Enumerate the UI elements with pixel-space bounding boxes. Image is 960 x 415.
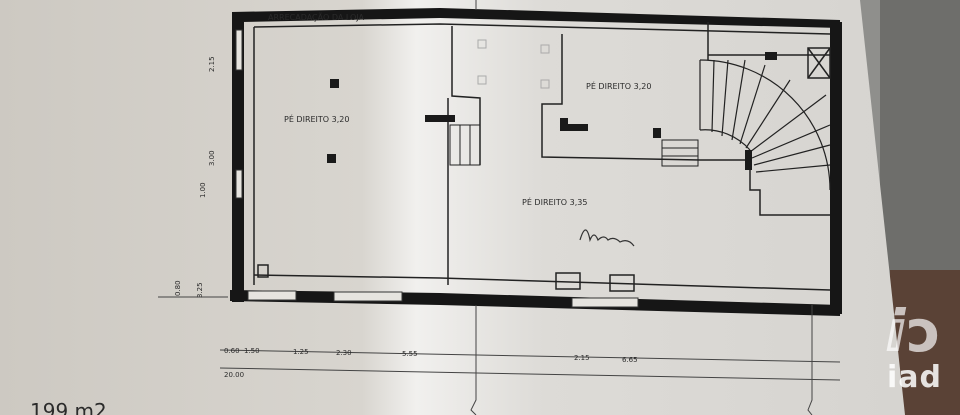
dim-vertical-1: 2.15	[208, 56, 216, 72]
ceiling-height-left: PÉ DIREITO 3,20	[284, 113, 349, 124]
area-note: 199 m2	[30, 399, 107, 415]
dim-h-5: 5.55	[402, 350, 418, 358]
stairs-small	[449, 124, 699, 167]
iad-watermark-logo: ⅈɔ iad	[885, 297, 942, 395]
dim-h-3: 1.25	[293, 348, 309, 356]
ceiling-height-center: PÉ DIREITO 3,35	[522, 196, 587, 207]
dim-h-1: 0.60	[224, 347, 240, 355]
dim-vertical-4: 0.80	[174, 280, 182, 296]
dim-total: 20.00	[224, 371, 244, 379]
columns	[327, 52, 777, 170]
dim-h-2: 1.50	[244, 347, 260, 355]
ghost-columns	[477, 39, 550, 89]
ceiling-height-right: PÉ DIREITO 3,20	[586, 80, 651, 91]
signature	[579, 229, 635, 247]
dim-h-4: 2.30	[336, 349, 352, 357]
dim-vertical-2: 3.00	[208, 150, 216, 166]
dim-vertical-3: 1.00	[199, 182, 207, 198]
dim-vertical-5: 3.25	[196, 282, 204, 298]
dim-h-7: 6.65	[622, 356, 638, 364]
room-label-storage: ARRECADAÇÃO DA LOJA	[268, 12, 365, 22]
spiral-staircase	[699, 59, 831, 191]
axis-lines	[158, 0, 841, 415]
windows	[235, 29, 639, 308]
dim-h-6: 2.15	[574, 354, 590, 362]
